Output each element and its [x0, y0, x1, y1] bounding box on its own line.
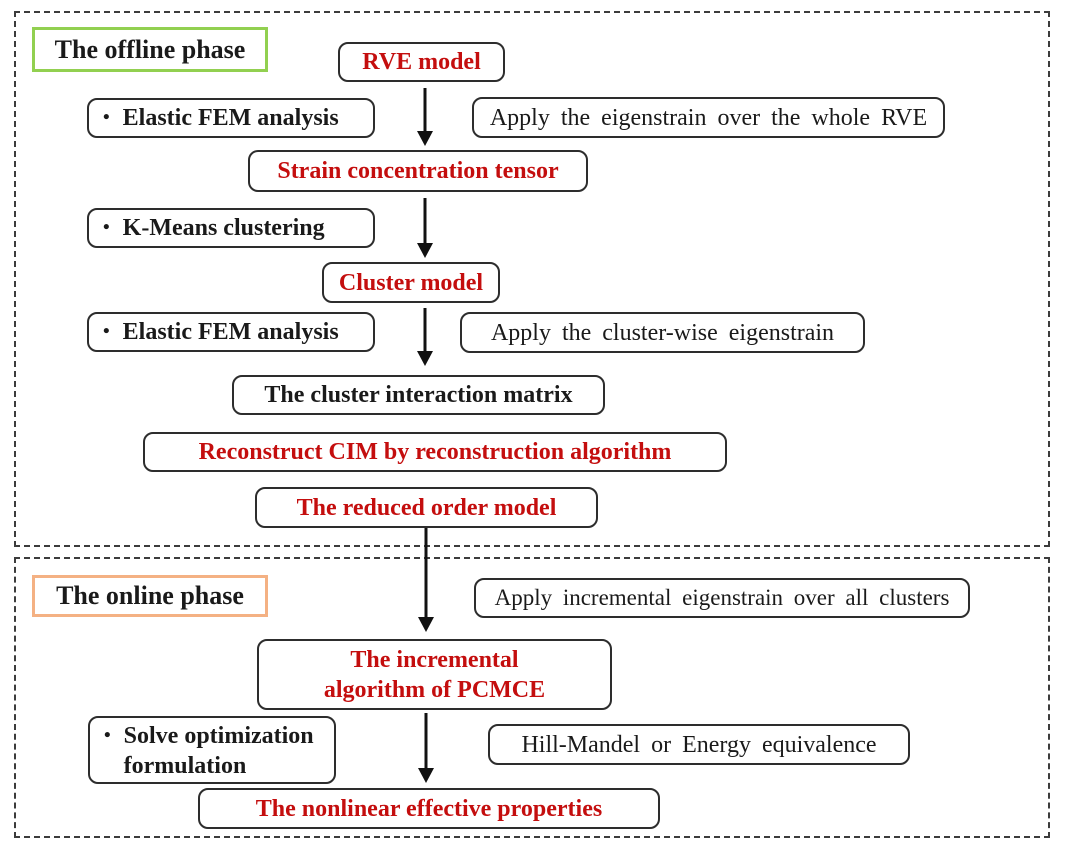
- arrow-shaft: [423, 88, 427, 133]
- node-kmeans-clustering: • K-Means clustering: [87, 208, 375, 248]
- arrow-incremental-to-properties: [417, 713, 435, 783]
- node-apply-clusterwise-eigenstrain: Apply the cluster-wise eigenstrain: [460, 312, 865, 353]
- arrow-rve-to-strain: [416, 88, 434, 146]
- node-label: Elastic FEM analysis: [122, 319, 339, 345]
- node-label: Elastic FEM analysis: [122, 105, 339, 131]
- node-label-line1: The incremental: [350, 646, 519, 673]
- node-cluster-model: Cluster model: [322, 262, 500, 303]
- online-phase-region: [14, 557, 1050, 838]
- arrow-reduced-to-incremental: [417, 527, 435, 632]
- arrow-shaft: [424, 527, 428, 619]
- node-rve-model: RVE model: [338, 42, 505, 82]
- bullet-icon: •: [103, 107, 110, 129]
- node-solve-optimization: • Solve optimization formulation: [88, 716, 336, 784]
- node-label-line2: algorithm of PCMCE: [323, 676, 546, 703]
- offline-phase-region: [14, 11, 1050, 547]
- node-apply-eigenstrain-rve: Apply the eigenstrain over the whole RVE: [472, 97, 945, 138]
- arrow-cluster-to-cim: [416, 308, 434, 366]
- bullet-icon: •: [104, 725, 111, 746]
- node-apply-incremental-eigenstrain: Apply incremental eigenstrain over all c…: [474, 578, 970, 618]
- node-label: The incremental algorithm of PCMCE: [324, 645, 545, 705]
- bullet-icon: •: [103, 321, 110, 343]
- arrow-shaft: [424, 713, 428, 770]
- bullet-icon: •: [103, 217, 110, 239]
- arrow-head-icon: [418, 617, 434, 632]
- node-reduced-order-model: The reduced order model: [255, 487, 598, 528]
- node-nonlinear-effective-properties: The nonlinear effective properties: [198, 788, 660, 829]
- arrow-strain-to-cluster: [416, 198, 434, 258]
- node-strain-concentration-tensor: Strain concentration tensor: [248, 150, 588, 192]
- node-label-line2: formulation: [123, 753, 247, 779]
- node-label: K-Means clustering: [122, 215, 325, 241]
- arrow-head-icon: [418, 768, 434, 783]
- arrow-head-icon: [417, 131, 433, 146]
- node-elastic-fem-analysis-1: • Elastic FEM analysis: [87, 98, 375, 138]
- node-incremental-algorithm-pcmce: The incremental algorithm of PCMCE: [257, 639, 612, 710]
- offline-phase-label: The offline phase: [32, 27, 268, 72]
- node-label-line1: Solve optimization: [123, 723, 314, 749]
- arrow-head-icon: [417, 351, 433, 366]
- node-elastic-fem-analysis-2: • Elastic FEM analysis: [87, 312, 375, 352]
- arrow-shaft: [423, 308, 427, 353]
- node-hill-mandel: Hill-Mandel or Energy equivalence: [488, 724, 910, 765]
- online-phase-label: The online phase: [32, 575, 268, 617]
- arrow-head-icon: [417, 243, 433, 258]
- arrow-shaft: [423, 198, 427, 245]
- node-label: Solve optimization formulation: [124, 721, 314, 781]
- node-cluster-interaction-matrix: The cluster interaction matrix: [232, 375, 605, 415]
- node-reconstruct-cim: Reconstruct CIM by reconstruction algori…: [143, 432, 727, 472]
